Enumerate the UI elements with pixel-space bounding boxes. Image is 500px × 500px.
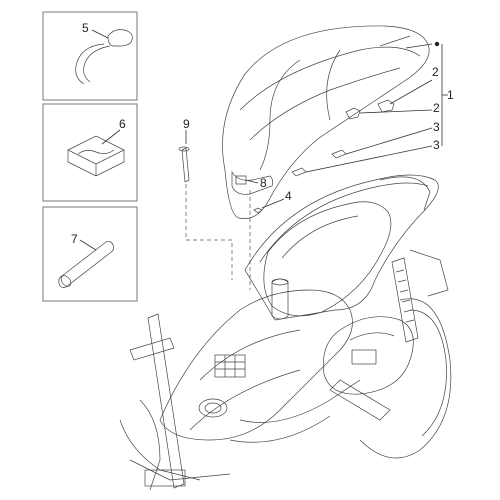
floor-contour-1 [199,329,301,381]
rear-wheel-inner-arc [409,309,447,437]
floor-contour-2 [189,369,301,431]
callout-4: 4 [285,189,292,203]
leader-3b [305,145,433,173]
tube-shape [58,241,114,288]
rear-body-contour [259,182,429,263]
front-bracket-shape [144,469,186,487]
buffer-upper-shape [377,99,395,113]
engine-contour [349,332,395,341]
spacer-upper-shape [331,149,347,159]
bracket-dot [434,41,440,47]
hook-arm-shape [75,43,105,85]
clip-slot-shape [77,149,115,155]
seat-outline-shape [222,25,430,219]
swingarm-shape [329,379,391,421]
callout-5: 5 [82,21,89,35]
tube-end-shape [60,275,72,287]
leader-4 [261,198,285,209]
latch-shape [235,175,247,185]
spacer-upper [331,149,347,159]
leader-2b [359,109,433,114]
detail-box-clip: 6 [42,103,138,202]
callout-2a: 2 [432,65,439,79]
steering-column-shape [147,313,185,489]
front-frame-tube [139,399,161,491]
callout-3b: 3 [433,138,440,152]
callout-2b: 2 [433,101,440,115]
rear-wheel-arc [359,298,452,459]
leader-2a [389,79,433,105]
seat-edge-shape [379,35,411,47]
storage-bin-rim [281,215,359,259]
callout-3a: 3 [433,120,440,134]
leader-3a [345,127,433,155]
callout-6: 6 [119,117,126,131]
grille-mesh [215,355,245,377]
callout-7: 7 [71,232,78,246]
leader-5 [91,29,109,39]
handlebar-mount-shape [129,337,175,361]
rear-shock-shape [391,257,419,343]
hook-arm-inner-shape [83,45,111,83]
seat-assembly [222,25,430,219]
leader-8 [245,179,259,184]
spacer-lower-shape [291,167,307,177]
rear-fender-shape [409,249,449,297]
small-nut [253,207,263,214]
scooter-frame [119,174,452,491]
tail-shape [379,176,431,211]
engine-cover-shape [351,349,377,365]
shock-spring-shape [395,269,415,323]
cylinder-top-shape [271,278,289,286]
hook-clip-shape [107,29,133,47]
rubber-buffer-lower [345,107,361,120]
fuel-cap-inner-shape [204,402,222,414]
detail-box-hook: 5 [42,11,138,101]
spacer-lower [291,167,307,177]
leader-1-seat [405,43,433,49]
nut-shape [253,207,263,214]
seat-base-shape [231,170,274,195]
seat-contour-2 [249,67,401,141]
buffer-lower-shape [345,107,361,120]
leader-6 [101,129,121,145]
callout-9: 9 [183,117,190,131]
frame-crossmember-2 [229,415,331,443]
front-frame-tube-3 [129,459,231,481]
seat-contour-1 [239,46,421,111]
rear-body-shape [244,174,439,321]
callout-8: 8 [260,176,267,190]
leader-7 [79,239,97,251]
group-bracket: 1 [434,41,454,146]
latch-bracket [235,175,247,185]
seat-contour-4 [326,49,341,121]
fuel-cap-shape [198,398,228,418]
callout-1: 1 [447,88,454,102]
frame-crossmember-1 [239,379,361,423]
dashed-guide-screw [185,184,233,280]
rubber-buffer-upper [377,99,395,113]
seat-contour-3 [259,59,301,171]
storage-bin-shape [263,201,392,317]
engine-casing-shape [323,316,414,395]
grille-shape [214,354,246,378]
floor-tunnel-shape [159,289,353,441]
screw-head-shape [178,146,190,152]
screw-shank-shape [181,147,190,183]
detail-box-tube: 7 [42,206,138,302]
screw-part: 9 [178,117,190,183]
